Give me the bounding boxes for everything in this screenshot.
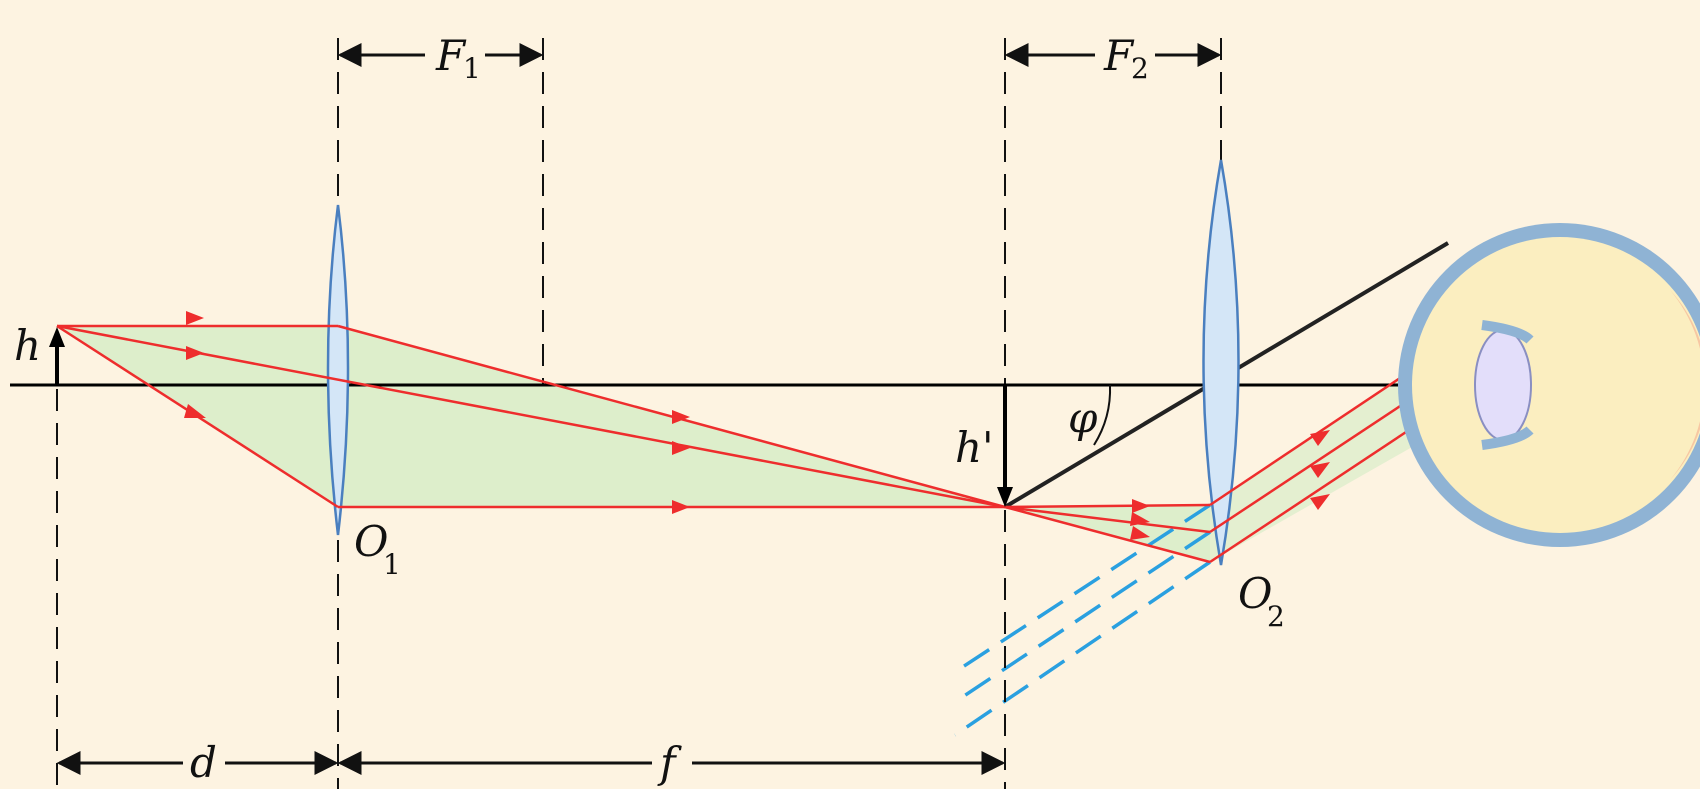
eyepiece-lens (1202, 159, 1240, 566)
focal-length-objective-label-bg (425, 25, 485, 80)
eyepiece-center-label: O (1238, 569, 1272, 618)
object-arrow (49, 327, 65, 385)
focal-length-eyepiece-label-bg (1095, 25, 1155, 80)
image-distance-label-bg (652, 735, 692, 789)
objective-center-label: O (354, 517, 388, 566)
focal-length-eyepiece-label: F (1103, 31, 1135, 80)
rays-objective-arrows (184, 311, 690, 514)
focal-length-objective-subscript: 1 (463, 52, 481, 85)
objective-center-subscript: 1 (383, 548, 401, 581)
object-distance-label-bg (183, 735, 225, 785)
angle-arc (1093, 384, 1112, 446)
virtual-rays (954, 503, 1211, 737)
image-height-label: h' (955, 423, 994, 472)
angle-label: φ (1068, 393, 1098, 442)
focal-length-objective-label: F (435, 31, 467, 80)
object-height-label: h (14, 321, 41, 370)
focal-length-eyepiece-subscript: 2 (1131, 52, 1149, 85)
eyepiece-center-subscript: 2 (1267, 600, 1285, 633)
object-distance-label: d (190, 738, 217, 787)
eye-icon (1398, 223, 1700, 547)
image-arrow (997, 385, 1013, 507)
objective-lens (326, 204, 350, 536)
